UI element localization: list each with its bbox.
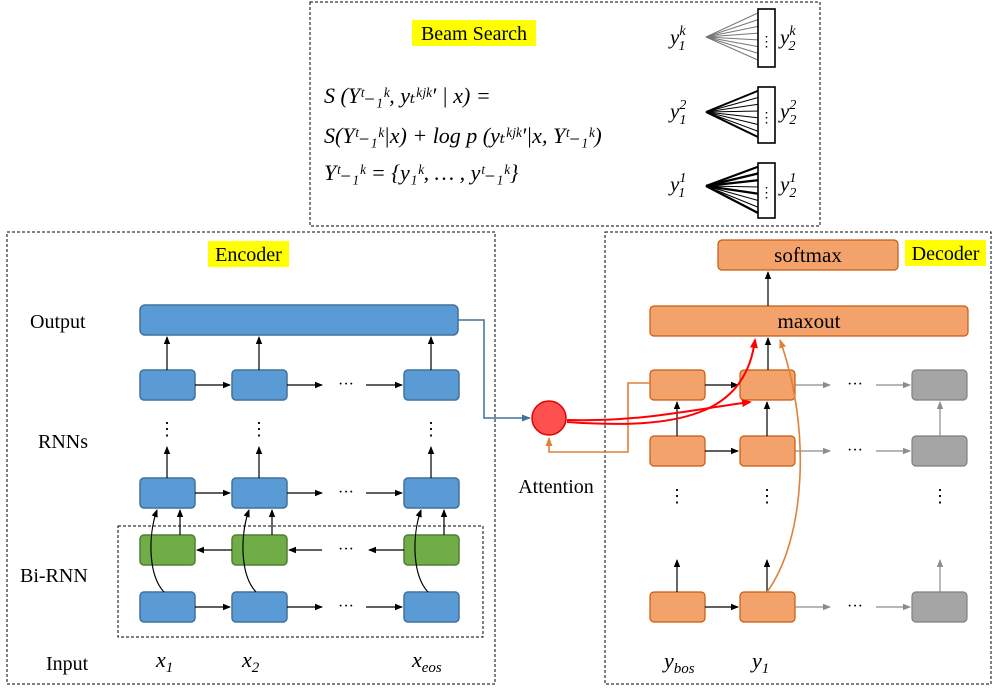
decoder-vdots-2: ⋮ (758, 486, 776, 506)
encoder-top-ellipsis: ··· (338, 376, 354, 393)
encoder-input-x1: x1 (155, 647, 173, 676)
encoder-title-highlight (208, 241, 289, 267)
decoder-second-cell-2 (739, 435, 796, 467)
decoder-vdots-future: ⋮ (931, 486, 949, 506)
birnn-forward-cell-2 (231, 591, 288, 623)
maxout-label: maxout (778, 309, 841, 333)
decoder-arrows (673, 271, 772, 611)
beam-1-dots: ⋮ (760, 186, 774, 201)
beam-k-dots: ⋮ (760, 35, 774, 50)
encoder-rnn-bottom-cell-1 (139, 477, 196, 509)
row-label-birnn: Bi-RNN (20, 565, 88, 587)
birnn-backward-cell-1 (139, 534, 196, 566)
encoder-panel: Encoder Output RNNs Bi-RNN Input (6, 231, 496, 685)
decoder-bottom-ellipsis: ··· (847, 598, 863, 615)
decoder-to-attention-arrow (545, 382, 650, 453)
encoder-rnn-top-cell-2 (231, 369, 288, 401)
encoder-input-xeos: xeos (411, 647, 442, 676)
attention-node: Attention (458, 319, 594, 498)
row-label-input: Input (46, 653, 89, 675)
decoder-bottom-cell-2 (739, 591, 796, 623)
encoder-rnn-top-cell-eos (403, 369, 460, 401)
birnn-forward-ellipsis: ··· (338, 598, 354, 615)
softmax-box (717, 239, 899, 271)
birnn-backward-cell-eos (403, 534, 460, 566)
context-to-maxout-arrow (566, 338, 758, 425)
encoder-rnn-bottom-cell-eos (403, 477, 460, 509)
attention-label: Attention (518, 476, 594, 498)
row-label-rnns: RNNs (38, 431, 88, 453)
beam-formula-line-1: S (Yᵗ₋₁ᵏ, yₜᵏʲᵏ′ | x) = (324, 83, 491, 108)
decoder-second-cell-future (911, 435, 968, 467)
beam-formula-line-2: S(Yᵗ₋₁ᵏ|x) + log p (yₜᵏʲᵏ′|x, Yᵗ₋₁ᵏ) (324, 123, 602, 148)
encoder-vdots-eos: ⋮ (422, 419, 440, 439)
decoder-bottom-cell-1 (649, 591, 706, 623)
decoder-title-highlight (905, 240, 986, 266)
birnn-forward-cell-eos (403, 591, 460, 623)
decoder-top-cell-2 (739, 369, 796, 401)
decoder-second-ellipsis: ··· (847, 442, 863, 459)
encoder-input-x2: x2 (241, 647, 260, 676)
encoder-to-attention-arrow (458, 319, 531, 422)
decoder-frame (604, 231, 992, 685)
beam-search-title-highlight (412, 20, 536, 46)
birnn-backward-cell-2 (231, 534, 288, 566)
decoder-bottom-cell-future (911, 591, 968, 623)
decoder-top-cell-future (911, 369, 968, 401)
birnn-frame (117, 525, 484, 638)
beam-1-vector (757, 162, 776, 219)
decoder-title: Decoder (912, 243, 980, 265)
beam-formula-line-3: Yᵗ₋₁ᵏ = {y₁ᵏ, … , yᵗ₋₁ᵏ} (324, 160, 519, 185)
beam-search-title: Beam Search (421, 23, 527, 45)
softmax-label: softmax (774, 243, 842, 267)
decoder-top-cell-1 (649, 369, 706, 401)
encoder-vdots-2: ⋮ (250, 419, 268, 439)
beam-1-edges (705, 164, 761, 215)
beam-2-dots: ⋮ (760, 111, 774, 126)
decoder-panel: Decoder softmax maxout (545, 231, 992, 685)
attention-circle (531, 400, 567, 436)
birnn-forward-cell-1 (139, 591, 196, 623)
decoder-future-arrows (795, 381, 944, 611)
encoder-vdots-1: ⋮ (158, 419, 176, 439)
decoder-input-y1: y1 (750, 648, 769, 677)
decoder-input-ybos: ybos (662, 648, 695, 677)
beam-2-vector (757, 86, 776, 144)
encoder-arrows (150, 336, 448, 611)
beam-search-frame (309, 1, 821, 227)
encoder-rnn-top-cell-1 (139, 369, 196, 401)
beam-search-panel: Beam Search S (Yᵗ₋₁ᵏ, yₜᵏʲᵏ′ | x) = S(Yᵗ… (309, 1, 821, 227)
maxout-box (649, 305, 969, 337)
encoder-rnn-bottom-cell-2 (231, 477, 288, 509)
decoder-second-cell-1 (649, 435, 706, 467)
birnn-backward-ellipsis: ··· (338, 541, 354, 558)
decoder-top-ellipsis: ··· (847, 376, 863, 393)
encoder-output-bar (139, 304, 459, 336)
beam-2-edges (705, 89, 761, 139)
beam-k-vector (757, 8, 776, 68)
decoder-vdots-1: ⋮ (668, 486, 686, 506)
encoder-bottom-ellipsis: ··· (338, 484, 354, 501)
row-label-output: Output (30, 311, 86, 333)
beam-k-edges (705, 11, 761, 62)
y1-to-maxout-arrow (766, 339, 802, 593)
encoder-title: Encoder (215, 244, 282, 266)
context-to-decoder-arrow (566, 399, 752, 422)
